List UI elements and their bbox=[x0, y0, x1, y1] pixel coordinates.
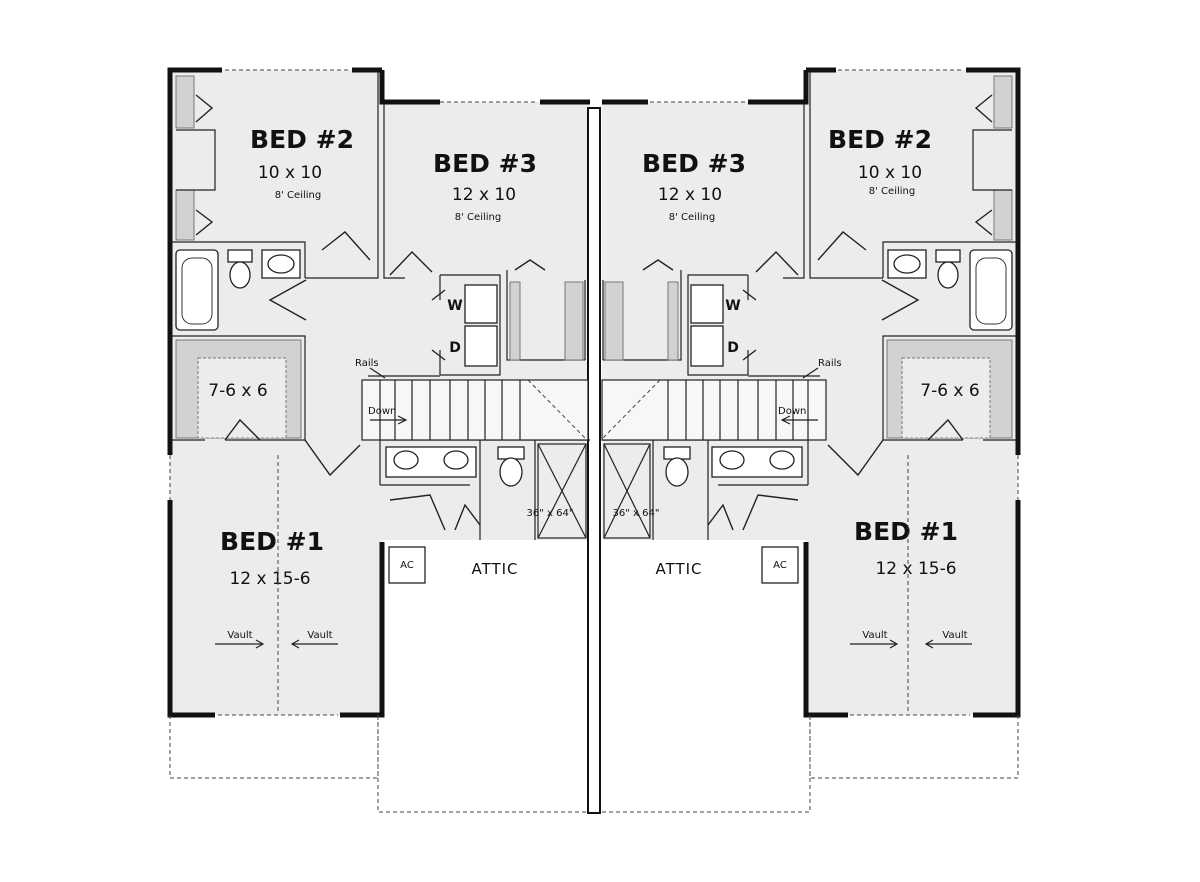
bed1-size: 12 x 15-6 bbox=[875, 559, 956, 579]
bed3-ceiling: 8' Ceiling bbox=[669, 212, 715, 223]
closet-label: 7-6 x 6 bbox=[920, 381, 979, 401]
bed2-size: 10 x 10 bbox=[858, 163, 922, 183]
bed3-size: 12 x 10 bbox=[452, 185, 516, 205]
bathtub bbox=[175, 249, 219, 331]
vault-label: Vault bbox=[307, 630, 332, 641]
washer-label: W bbox=[447, 298, 462, 314]
toilet bbox=[499, 457, 523, 487]
toilet-tank bbox=[227, 249, 253, 263]
washer-label: W bbox=[725, 298, 740, 314]
door-swing bbox=[514, 259, 546, 271]
down-label: Down bbox=[368, 406, 396, 417]
attic-access bbox=[537, 443, 587, 539]
bed3-size: 12 x 10 bbox=[658, 185, 722, 205]
bed3-name: BED #3 bbox=[642, 149, 746, 178]
attic-access bbox=[603, 443, 651, 539]
toilet bbox=[229, 261, 251, 289]
dryer-label: D bbox=[727, 340, 739, 356]
bed2-name: BED #2 bbox=[250, 125, 354, 154]
attic-label: ATTIC bbox=[655, 560, 702, 578]
ac-label: AC bbox=[400, 560, 414, 571]
door-swing bbox=[431, 289, 446, 361]
vault-label: Vault bbox=[227, 630, 252, 641]
closet-shelf bbox=[175, 189, 195, 241]
sink bbox=[443, 450, 469, 470]
sink bbox=[393, 450, 419, 470]
attic-area-right bbox=[604, 542, 804, 812]
attic-access-label: 36" x 64" bbox=[613, 508, 660, 519]
washer bbox=[464, 284, 498, 324]
rails-label: Rails bbox=[355, 358, 379, 369]
door-swing bbox=[304, 439, 361, 477]
bed3-ceiling: 8' Ceiling bbox=[455, 212, 501, 223]
bed2-name: BED #2 bbox=[828, 125, 932, 154]
attic-access-label: 36" x 64" bbox=[527, 508, 574, 519]
bed2-size: 10 x 10 bbox=[258, 163, 322, 183]
attic-area-left bbox=[385, 542, 588, 812]
ac-unit bbox=[761, 546, 799, 584]
porch-outline bbox=[169, 715, 379, 779]
bed2-ceiling: 8' Ceiling bbox=[869, 186, 915, 197]
stairs-right bbox=[601, 375, 827, 441]
bed1-name: BED #1 bbox=[220, 527, 324, 556]
door-swing bbox=[389, 250, 433, 276]
closet-label: 7-6 x 6 bbox=[208, 381, 267, 401]
ac-unit bbox=[388, 546, 426, 584]
bed2-ceiling: 8' Ceiling bbox=[275, 190, 321, 201]
unit-left: 7-6 x 6 W D bbox=[167, 67, 601, 814]
vault-label: Vault bbox=[862, 630, 887, 641]
door-swing bbox=[224, 418, 261, 441]
door-swing bbox=[454, 503, 481, 531]
sink bbox=[267, 254, 295, 274]
down-label: Down bbox=[778, 406, 806, 417]
ac-label: AC bbox=[773, 560, 787, 571]
dryer-label: D bbox=[449, 340, 461, 356]
bed3-name: BED #3 bbox=[433, 149, 537, 178]
attic-label: ATTIC bbox=[471, 560, 518, 578]
unit-right: 7-6 x 6 W D bbox=[601, 67, 1021, 813]
stairs-left bbox=[361, 375, 589, 441]
party-wall bbox=[587, 107, 601, 814]
rails-label: Rails bbox=[818, 358, 842, 369]
dryer bbox=[464, 325, 498, 367]
toilet-tank bbox=[497, 446, 525, 460]
door-swing bbox=[321, 231, 371, 261]
door-swing bbox=[268, 279, 307, 321]
bed1-name: BED #1 bbox=[854, 517, 958, 546]
door-swing bbox=[389, 494, 446, 531]
bed1-size: 12 x 15-6 bbox=[229, 569, 310, 589]
closet-shelf bbox=[175, 75, 195, 129]
vault-label: Vault bbox=[942, 630, 967, 641]
